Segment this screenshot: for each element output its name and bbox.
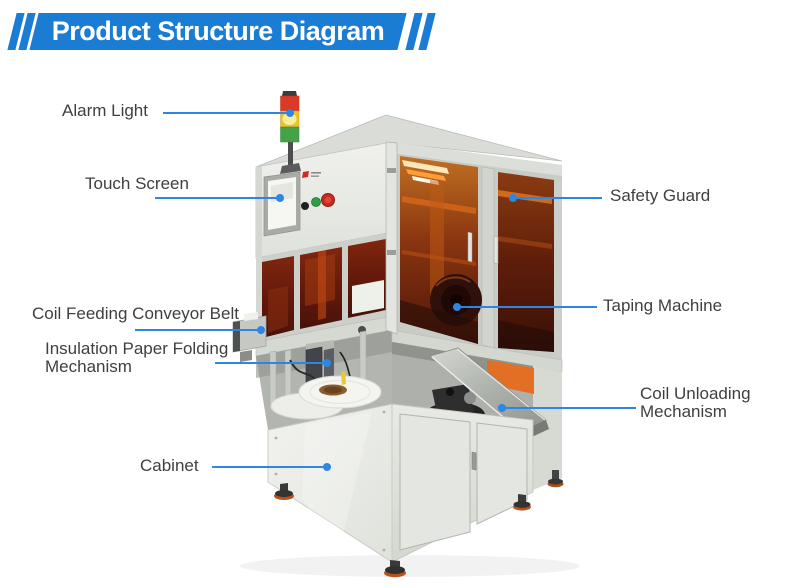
screw <box>274 436 278 440</box>
cabinet-door-handle <box>471 451 477 471</box>
start-button <box>311 197 321 207</box>
label-safety-guard: Safety Guard <box>610 186 711 205</box>
label-alarm-light: Alarm Light <box>62 101 148 120</box>
label-coil-feeding-conveyor-belt: Coil Feeding Conveyor Belt <box>32 304 239 323</box>
cabinet-door <box>476 422 528 525</box>
leader-lines <box>135 112 636 468</box>
right-lower-section <box>391 342 562 563</box>
leader-dot-safety-guard <box>509 194 517 202</box>
interior-white-unit <box>352 280 384 314</box>
leveling-feet <box>274 470 564 578</box>
leader-dot-alarm-light <box>286 109 294 117</box>
alarm-red-segment <box>280 95 300 112</box>
label-insulation-paper-folding-mechanism: Insulation Paper Folding Mechanism <box>45 339 229 376</box>
lamp-streak <box>406 169 446 181</box>
cabinet-door <box>399 413 471 551</box>
label-cabinet: Cabinet <box>140 456 199 475</box>
label-touch-screen: Touch Screen <box>85 174 189 193</box>
logo-text <box>311 175 319 177</box>
leader-dot-insulation <box>323 359 331 367</box>
corner-post <box>385 141 398 562</box>
selector-switch <box>301 202 309 210</box>
mullion <box>481 166 495 349</box>
door-handle <box>467 231 473 263</box>
leader-dot-taping-machine <box>453 303 461 311</box>
screw <box>382 410 386 414</box>
tape-reel-disc <box>298 371 382 409</box>
frame-post <box>256 166 262 348</box>
interior-glow <box>318 250 326 320</box>
tape-tab <box>341 371 346 385</box>
lamp-streak <box>402 160 449 174</box>
pane-shade <box>498 320 554 352</box>
leader-dot-touch-screen <box>276 194 284 202</box>
hinge <box>387 250 396 255</box>
ground-shadow <box>240 555 580 577</box>
screw <box>274 472 278 476</box>
label-taping-machine: Taping Machine <box>603 296 723 315</box>
leader-dots <box>257 109 517 471</box>
hinge <box>387 168 396 173</box>
top-beam <box>392 142 562 176</box>
alarm-lit-glow <box>282 113 297 125</box>
interior-beam <box>498 236 552 249</box>
interior-glow <box>268 286 288 333</box>
pane-shade <box>400 300 478 344</box>
frame-post <box>554 180 562 360</box>
screw <box>382 548 386 552</box>
brand-logo <box>302 171 309 178</box>
cabinet-sheen <box>302 412 372 556</box>
emergency-stop-cap <box>324 196 332 204</box>
safety-guard-windows <box>391 142 563 373</box>
alarm-green-segment <box>280 126 300 143</box>
leader-dot-coil-feeding <box>257 326 265 334</box>
logo-text <box>311 172 321 174</box>
label-coil-unloading-mechanism: Coil Unloading Mechanism <box>640 384 751 421</box>
interior-glow <box>430 180 444 300</box>
coil-feeding-conveyor <box>232 312 267 362</box>
leader-dot-unloading <box>498 404 506 412</box>
leader-dot-cabinet <box>323 463 331 471</box>
work-area-items <box>232 312 382 420</box>
door-handle <box>493 235 499 265</box>
control-panel-details <box>263 171 335 237</box>
alarm-light-tower <box>280 91 301 174</box>
